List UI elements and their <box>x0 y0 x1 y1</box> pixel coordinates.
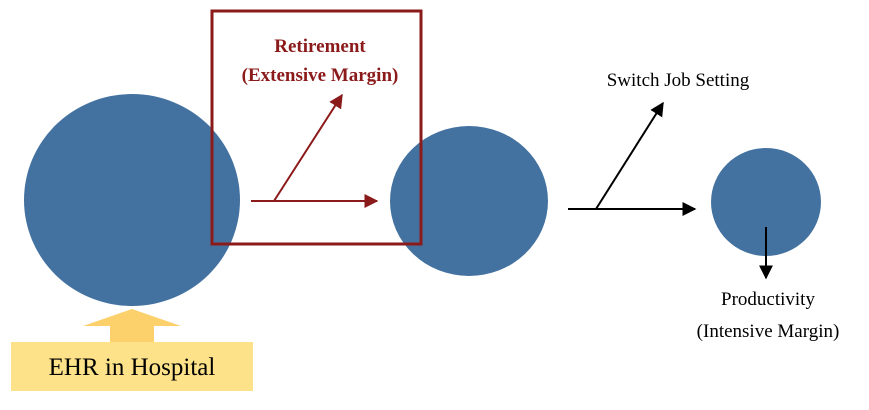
retirement-diagonal-arrow <box>273 93 343 202</box>
switch-job-label: Switch Job Setting <box>607 70 750 91</box>
retirement-highlight-box <box>210 9 423 246</box>
small-circle <box>711 148 821 256</box>
retirement-label-line1: Retirement <box>274 36 366 57</box>
productivity-label-line2: (Intensive Margin) <box>697 321 840 342</box>
retirement-label-line2: (Extensive Margin) <box>242 65 399 86</box>
ehr-up-arrow <box>83 309 181 343</box>
large-circle <box>24 94 240 306</box>
medium-circle <box>390 126 548 276</box>
ehr-label: EHR in Hospital <box>49 354 216 381</box>
switch-job-diagonal-arrow <box>595 101 664 210</box>
ehr-box <box>11 342 253 391</box>
productivity-label-line1: Productivity <box>721 289 815 310</box>
